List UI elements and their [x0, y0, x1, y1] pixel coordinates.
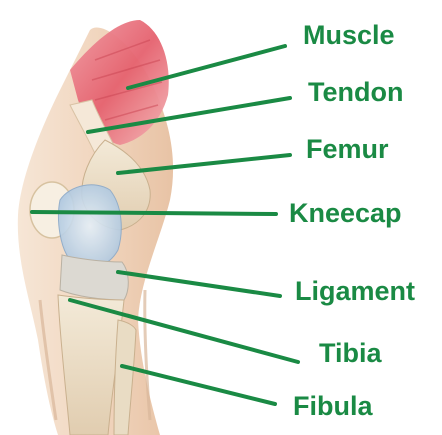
- label-kneecap: Kneecap: [289, 200, 402, 227]
- leader-kneecap: [32, 212, 276, 214]
- label-muscle: Muscle: [303, 22, 395, 49]
- ligament-shape: [60, 255, 128, 300]
- label-fibula: Fibula: [293, 393, 373, 420]
- cartilage-shape: [59, 185, 122, 268]
- label-tendon: Tendon: [308, 79, 403, 106]
- label-femur: Femur: [306, 136, 389, 163]
- label-ligament: Ligament: [295, 278, 415, 305]
- label-tibia: Tibia: [319, 340, 382, 367]
